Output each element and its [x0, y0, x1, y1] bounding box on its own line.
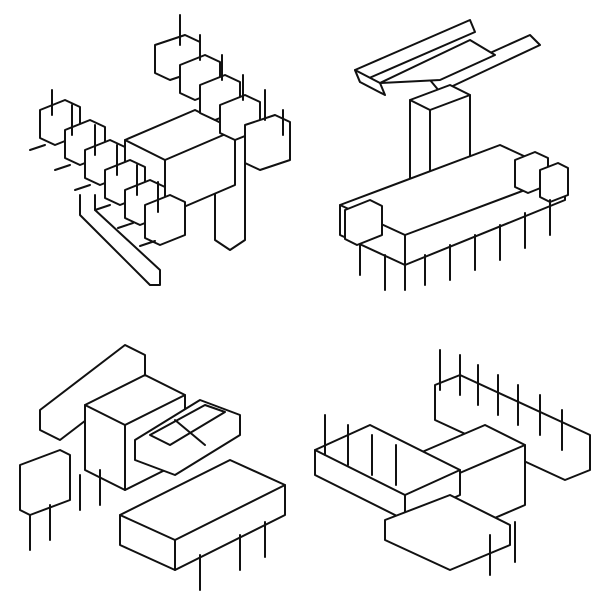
bobbin-vertical-flanged-figure	[300, 0, 600, 300]
transformer-bobbin-icon	[19, 344, 286, 591]
transformer-bobbin-icon	[314, 349, 591, 576]
bobbin-vertical-slotted-figure	[300, 300, 600, 600]
transformer-bobbin-icon	[339, 19, 569, 291]
bobbin-horizontal-pins-figure	[0, 0, 300, 300]
transformer-bobbin-icon	[29, 14, 291, 286]
bobbin-low-profile-figure	[0, 300, 300, 600]
